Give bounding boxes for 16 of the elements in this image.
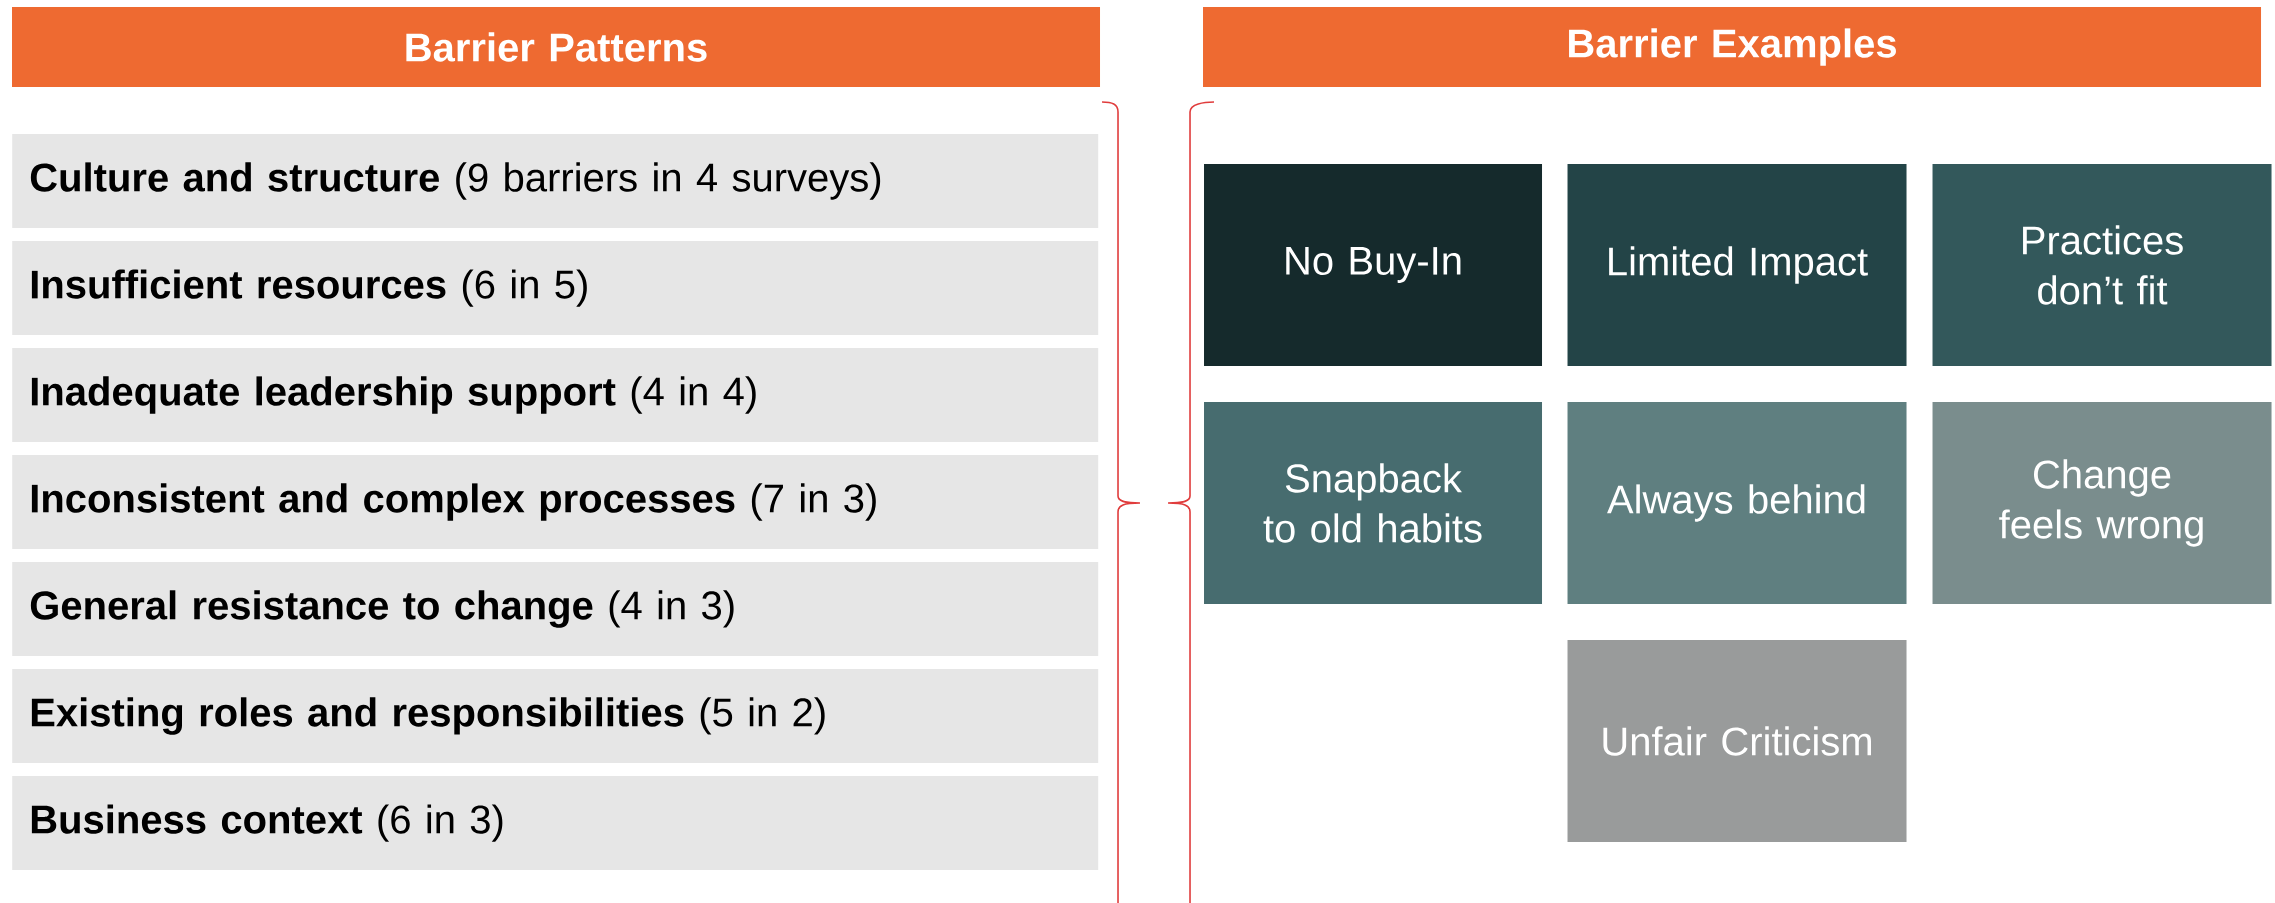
example-box: Limited Impact bbox=[1567, 164, 1907, 366]
example-box: Change feels wrong bbox=[1932, 402, 2272, 604]
example-box: Snapback to old habits bbox=[1204, 402, 1542, 604]
pattern-bar: Business context (6 in 3) bbox=[12, 776, 1099, 870]
example-box: No Buy-In bbox=[1204, 164, 1542, 366]
pattern-bar: General resistance to change (4 in 3) bbox=[12, 562, 1099, 656]
header-bar: Barrier Patterns bbox=[12, 7, 1100, 87]
header-bar: Barrier Examples bbox=[1203, 7, 2262, 87]
pattern-bar: Existing roles and responsibilities (5 in 2) bbox=[12, 669, 1099, 763]
pattern-bar: Inadequate leadership support (4 in 4) bbox=[12, 348, 1099, 442]
pattern-bar: Inconsistent and complex processes (7 in 3) bbox=[12, 455, 1099, 549]
pattern-bar: Insufficient resources (6 in 5) bbox=[12, 241, 1099, 335]
pattern-bar: Culture and structure (9 barriers in 4 surveys) bbox=[12, 134, 1099, 228]
example-box: Practices don’t fit bbox=[1932, 164, 2272, 366]
example-box: Unfair Criticism bbox=[1567, 640, 1907, 842]
example-box: Always behind bbox=[1567, 402, 1907, 604]
